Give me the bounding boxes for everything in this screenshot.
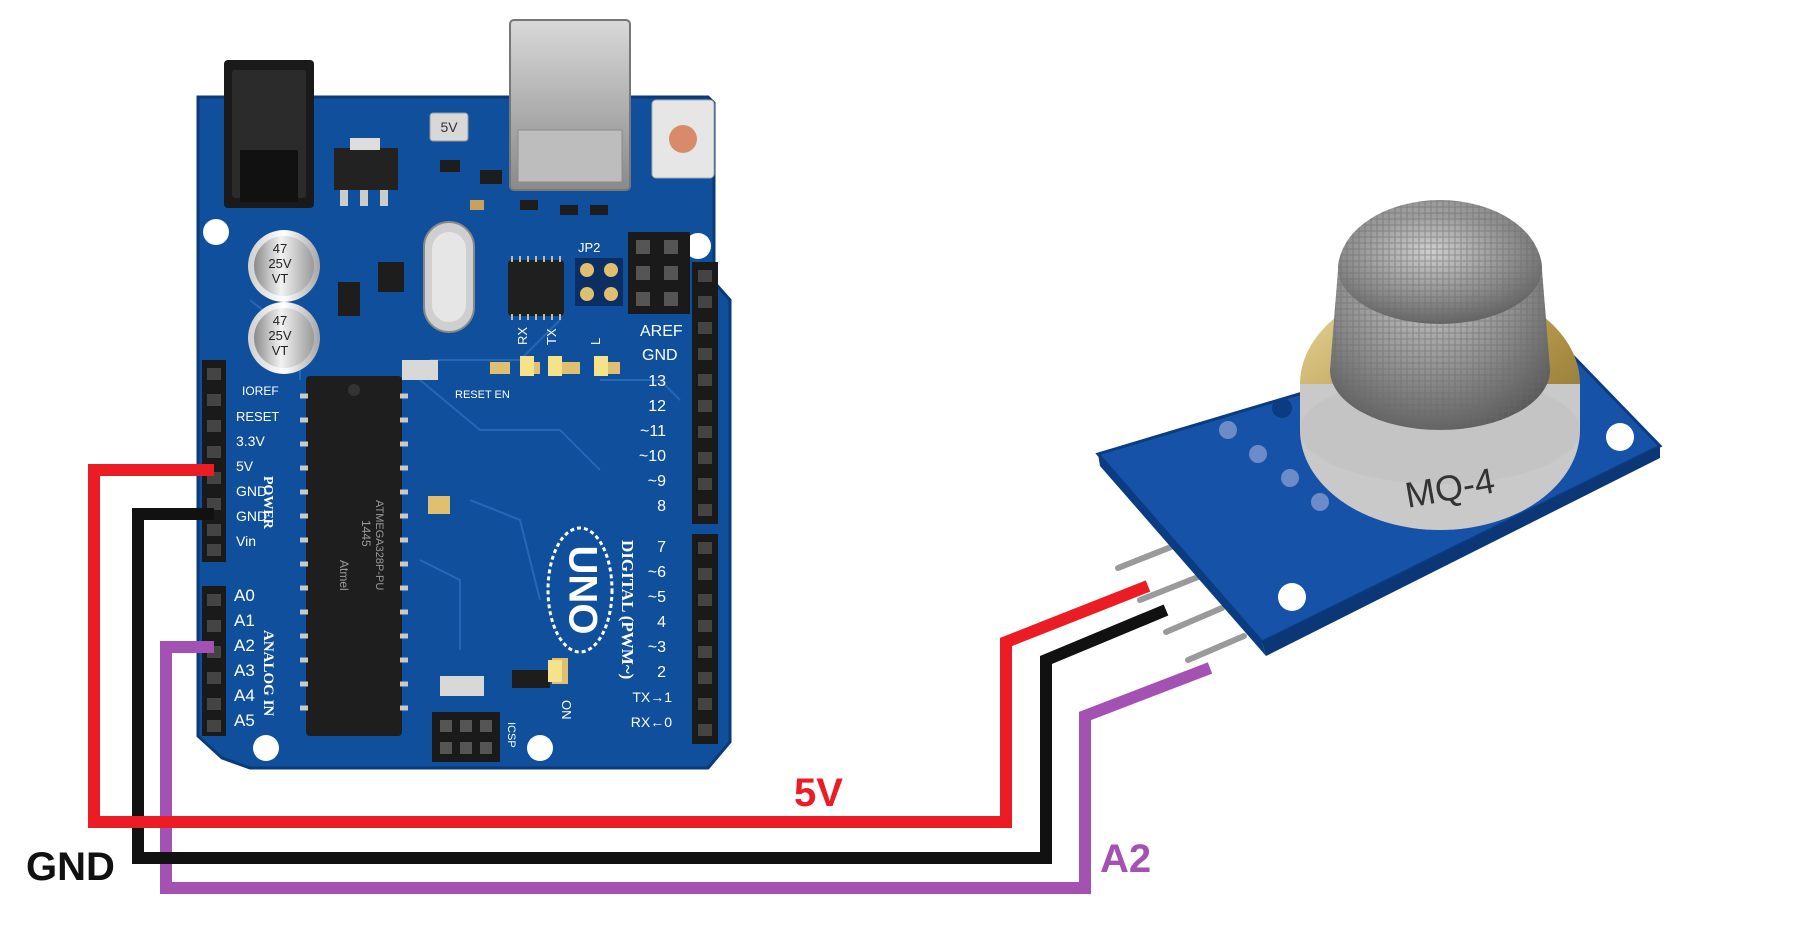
svg-text:A3: A3 — [234, 661, 255, 680]
svg-text:GND: GND — [642, 347, 678, 364]
mq4-sensor-module: MQ-4 — [1095, 200, 1663, 663]
uno-logo: UNO — [546, 526, 614, 654]
wire-5v — [88, 464, 1151, 828]
svg-text:UNO: UNO — [560, 546, 604, 635]
svg-text:GND: GND — [236, 483, 267, 499]
icsp-header: ICSP — [432, 712, 517, 762]
svg-text:VT: VT — [272, 271, 289, 286]
voltage-regulator — [334, 138, 398, 206]
digital-pin-labels: 13 12 ~11 ~10 ~9 8 7 ~6 ~5 4 ~3 2 TX→1 R… — [631, 373, 672, 730]
svg-text:A5: A5 — [234, 711, 255, 730]
svg-text:GND: GND — [236, 508, 267, 524]
svg-text:5V: 5V — [440, 119, 458, 135]
svg-text:~5: ~5 — [648, 589, 666, 606]
svg-text:JP2: JP2 — [578, 240, 600, 255]
svg-text:4: 4 — [657, 614, 666, 631]
wires — [88, 464, 1213, 894]
svg-text:3.3V: 3.3V — [236, 433, 265, 449]
svg-text:AREF: AREF — [640, 323, 683, 340]
svg-text:RX←0: RX←0 — [631, 714, 672, 730]
wire-label-a2: A2 — [1100, 837, 1151, 881]
svg-text:25V: 25V — [268, 328, 291, 343]
svg-text:12: 12 — [648, 398, 666, 415]
svg-text:A0: A0 — [234, 586, 255, 605]
svg-text:7: 7 — [657, 539, 666, 556]
jp2-header: JP2 — [575, 240, 623, 306]
svg-text:ANALOG IN: ANALOG IN — [260, 630, 276, 716]
status-leds: RX TX L RESET EN — [455, 327, 608, 401]
usb-interface-chip — [508, 256, 564, 320]
svg-text:A2: A2 — [234, 636, 255, 655]
svg-text:~6: ~6 — [648, 564, 666, 581]
svg-text:VT: VT — [272, 343, 289, 358]
digital-label: DIGITAL (PWM~) — [618, 540, 637, 679]
svg-text:RESET: RESET — [236, 409, 279, 424]
analog-pin-labels: A0 A1 A2 A3 A4 A5 ANALOG IN — [234, 586, 276, 730]
svg-text:~10: ~10 — [639, 448, 666, 465]
sensor-mounting-hole — [1272, 398, 1292, 418]
svg-text:ICSP: ICSP — [505, 722, 517, 748]
svg-text:~3: ~3 — [648, 639, 666, 656]
dc-power-jack — [224, 60, 314, 208]
wire-label-gnd: GND — [26, 845, 115, 889]
svg-text:TX→1: TX→1 — [632, 689, 672, 705]
svg-text:TX: TX — [544, 328, 559, 345]
mounting-holes — [203, 219, 711, 761]
svg-text:13: 13 — [648, 373, 666, 390]
svg-text:8: 8 — [657, 498, 666, 515]
digital-header: AREF GND — [640, 262, 718, 744]
svg-text:Atmel: Atmel — [337, 560, 351, 591]
atmega-chip: Atmel 1445 ATMEGA328P-PU — [300, 376, 408, 736]
svg-text:~9: ~9 — [648, 473, 666, 490]
svg-text:47: 47 — [273, 241, 287, 256]
svg-text:47: 47 — [273, 313, 287, 328]
capacitor-bottom: 47 25V VT — [248, 302, 320, 374]
power-pin-labels: IOREF RESET 3.3V 5V GND GND Vin POWER — [236, 384, 279, 549]
svg-text:IOREF: IOREF — [242, 384, 279, 398]
sensor-pads — [1219, 421, 1329, 511]
crystal-oscillator — [423, 221, 475, 333]
usb-connector — [509, 19, 631, 191]
sensor-pins — [1115, 542, 1247, 663]
sensor-mounting-hole — [1606, 423, 1634, 451]
svg-text:A1: A1 — [234, 611, 255, 630]
svg-text:RX: RX — [515, 327, 530, 345]
svg-text:5V: 5V — [236, 458, 254, 474]
reset-button[interactable] — [651, 99, 715, 179]
svg-text:A4: A4 — [234, 686, 255, 705]
svg-text:RESET EN: RESET EN — [455, 389, 510, 401]
svg-text:ON: ON — [559, 700, 574, 720]
svg-text:L: L — [588, 338, 603, 345]
wire-label-5v: 5V — [794, 771, 843, 815]
svg-text:ATMEGA328P-PU: ATMEGA328P-PU — [373, 500, 385, 590]
svg-text:1445: 1445 — [359, 520, 373, 547]
wire-a2 — [160, 641, 1213, 894]
wire-gnd — [132, 508, 1169, 864]
svg-text:Vin: Vin — [236, 533, 256, 549]
icsp-usb-header — [628, 232, 690, 314]
power-led: ON — [548, 660, 574, 720]
sensor-mounting-hole — [1278, 583, 1306, 611]
power-header — [202, 360, 226, 736]
capacitor-top: 47 25V VT — [248, 230, 320, 302]
svg-text:~11: ~11 — [640, 423, 666, 440]
svg-text:25V: 25V — [268, 256, 291, 271]
arduino-uno-board: 5V 47 25V VT 47 25V VT — [196, 19, 732, 770]
svg-text:POWER: POWER — [260, 476, 275, 530]
svg-text:2: 2 — [657, 664, 666, 681]
fuse: 5V — [429, 112, 469, 142]
